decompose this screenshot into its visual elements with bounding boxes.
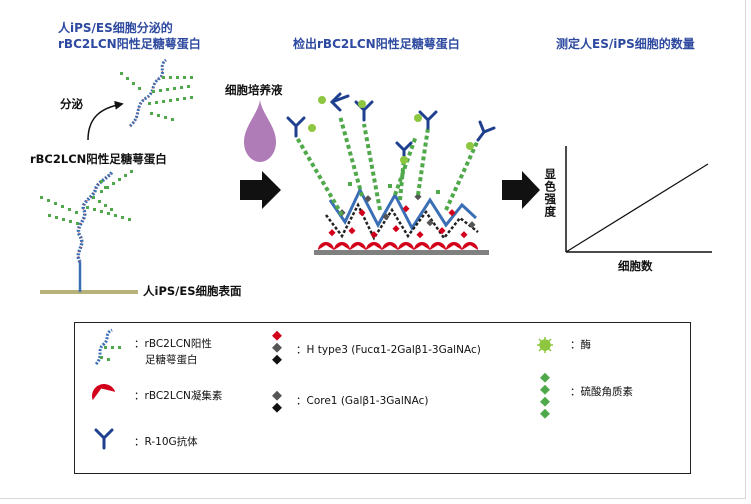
- keratan-sulfate-chains: [294, 115, 480, 217]
- plate-surface: [314, 250, 489, 255]
- enzyme-icons: [308, 96, 474, 164]
- medium-label: 细胞培养液: [225, 83, 283, 97]
- step-arrow-1: [240, 171, 281, 209]
- y-axis-label: 显色强度: [543, 168, 558, 218]
- x-axis-label: 细胞数: [618, 259, 653, 273]
- step-arrow-2: [502, 171, 540, 209]
- chart-trend-line: [565, 163, 709, 253]
- secretion-arrow: [87, 100, 124, 141]
- header-middle: 检出rBC2LCN阳性足糖萼蛋白: [293, 37, 460, 51]
- cell-surface-label: 人iPS/ES细胞表面: [143, 284, 242, 298]
- membrane-protein-icon: [40, 170, 138, 294]
- protein-label: rBC2LCN阳性足糖萼蛋白: [30, 152, 167, 166]
- legend-antibody-icon: [94, 428, 114, 450]
- header-left-line2: rBC2LCN阳性足糖萼蛋白: [58, 37, 201, 51]
- culture-medium-drop-icon: [244, 100, 276, 162]
- legend-lectin-icon: [92, 384, 116, 401]
- legend-box: [74, 322, 691, 474]
- captured-protein-cluster: [325, 182, 479, 241]
- legend-lectin-text: ：rBC2LCN凝集素: [134, 390, 223, 402]
- legend-enzyme-text: ：酶: [570, 339, 591, 351]
- legend-antibody-text: ：R-10G抗体: [134, 436, 198, 448]
- legend-enzyme-icon: [537, 337, 553, 353]
- secreted-protein-icon: [120, 58, 193, 128]
- legend-core1-icon: [272, 390, 282, 413]
- header-right: 测定人ES/iPS细胞的数量: [556, 37, 695, 51]
- legend-keratan-text: ：硫酸角质素: [570, 386, 633, 398]
- legend-h-type3-text: ：H type3 (Fucα1-2Galβ1-3GalNAc): [296, 344, 481, 356]
- legend-protein-icon: [94, 328, 121, 366]
- legend-protein-text-line2: 足糖萼蛋白: [145, 354, 198, 366]
- lectin-row: [318, 242, 478, 250]
- legend-core1-text: ：Core1 (Galβ1-3GalNAc): [296, 395, 429, 407]
- legend-h-type3-icon: [272, 330, 282, 365]
- legend-keratan-icon: [540, 372, 550, 419]
- legend-protein-text-line1: ：rBC2LCN阳性: [134, 338, 212, 350]
- secretion-label: 分泌: [60, 97, 83, 111]
- header-left-line1: 人iPS/ES细胞分泌的: [58, 21, 173, 35]
- antibody-icons: [286, 92, 496, 160]
